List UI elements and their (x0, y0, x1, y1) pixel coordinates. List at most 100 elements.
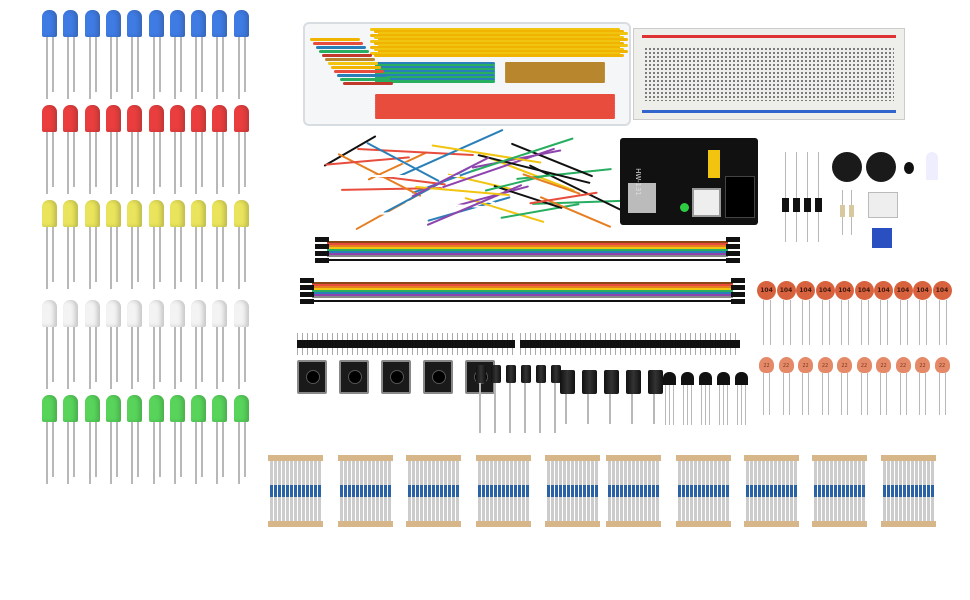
connector (315, 258, 329, 263)
jumper-wire (310, 38, 360, 41)
led-leg (222, 227, 225, 282)
resistor (274, 461, 277, 521)
resistor (640, 461, 643, 521)
ribbon-strand (312, 300, 733, 302)
jumper-wire (505, 68, 605, 71)
resistor (376, 461, 379, 521)
transistor-leg (673, 385, 674, 425)
led-leg (131, 422, 134, 484)
ceramic-capacitor-22: 22 (876, 357, 891, 373)
resistor (706, 461, 709, 521)
jumper-wire (375, 96, 615, 99)
ribbon-strand (327, 249, 728, 251)
led-leg (201, 37, 204, 92)
led-leg (67, 227, 70, 289)
ceramic-capacitor-22: 22 (817, 357, 833, 373)
led (84, 395, 100, 422)
resistor (575, 461, 578, 521)
resistor (270, 461, 273, 521)
jumper-wire (322, 54, 372, 57)
jumper-wire (505, 76, 605, 79)
resistor (830, 461, 833, 521)
jumper-wire (340, 78, 390, 81)
led (42, 300, 57, 327)
jumper-wire (375, 108, 615, 111)
ceramic-capacitor-22: 22 (837, 357, 852, 373)
led (212, 300, 228, 327)
led-leg (216, 327, 219, 389)
led (233, 300, 249, 327)
cap-leg (609, 394, 611, 424)
led (233, 395, 249, 422)
led (212, 395, 228, 422)
ceramic-capacitor-22: 22 (778, 357, 794, 373)
ceramic-capacitor-104: 104 (893, 281, 913, 300)
electrolytic-capacitor (506, 365, 516, 383)
resistor (636, 461, 639, 521)
resistor (702, 461, 705, 521)
led (42, 200, 57, 227)
transistor-leg (709, 385, 710, 425)
resistor-pack (606, 455, 661, 527)
tape-bottom (676, 521, 731, 527)
cap-leg (880, 373, 881, 415)
tape-bottom (338, 521, 393, 527)
electrolytic-capacitor (582, 370, 597, 394)
resistor (822, 461, 825, 521)
ceramic-capacitor-22: 22 (856, 357, 872, 373)
transistor-leg (705, 385, 706, 425)
led (148, 10, 164, 37)
resistor (567, 461, 570, 521)
tape-bottom (476, 521, 531, 527)
buzzer (832, 152, 862, 182)
cap-leg (899, 373, 901, 415)
tape-top (676, 455, 731, 461)
led-leg (173, 132, 176, 194)
connector (300, 299, 314, 304)
resistor (678, 461, 681, 521)
led (84, 200, 100, 227)
electrolytic-capacitor (491, 365, 501, 383)
led (84, 105, 100, 132)
led (127, 200, 143, 227)
led-leg (67, 327, 70, 389)
jumper-wire (375, 66, 495, 69)
cap-leg (938, 373, 940, 415)
jumper-wire (374, 54, 624, 57)
connector (315, 251, 329, 256)
led-leg (152, 37, 155, 99)
cap-leg (631, 394, 633, 424)
resistor (384, 461, 387, 521)
led-leg (195, 37, 198, 99)
tactile-button (381, 360, 411, 394)
led (42, 105, 57, 132)
resistor (290, 461, 293, 521)
resistor-pack (476, 455, 531, 527)
led-leg (131, 132, 134, 194)
cap-leg (808, 373, 809, 415)
led (169, 395, 185, 422)
led (191, 200, 207, 227)
connector (726, 237, 740, 242)
resistor (282, 461, 285, 521)
cap-leg (886, 373, 887, 415)
jumper-wire (375, 78, 495, 81)
led-leg (115, 37, 118, 92)
led (105, 300, 121, 327)
led-leg (88, 327, 91, 389)
resistor (698, 461, 701, 521)
resistor (644, 461, 647, 521)
connector (315, 237, 329, 242)
resistor (559, 461, 562, 521)
cap-leg (789, 300, 791, 345)
led-leg (109, 132, 112, 194)
resistor (388, 461, 391, 521)
transistor-leg (687, 385, 688, 425)
resistor (372, 461, 375, 521)
resistor (911, 461, 914, 521)
resistor (846, 461, 849, 521)
led (233, 105, 249, 132)
resistor (891, 461, 894, 521)
ribbon-strand (327, 243, 728, 245)
tactile-button (297, 360, 327, 394)
